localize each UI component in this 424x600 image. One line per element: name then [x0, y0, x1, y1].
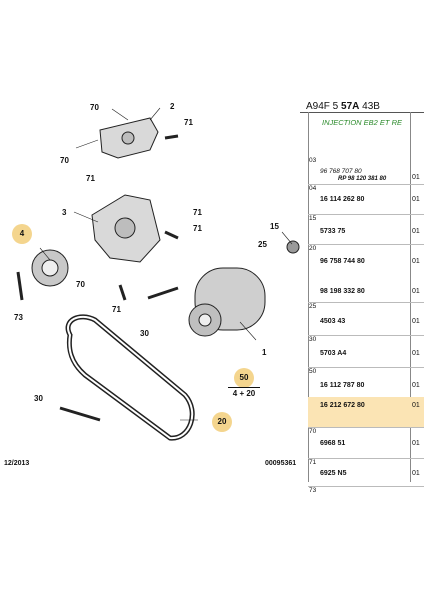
- parts-row[interactable]: 98 198 332 80 01: [308, 272, 424, 303]
- row-quantity: 01: [412, 258, 420, 265]
- callout-71: 71: [86, 174, 95, 183]
- callout-73: 73: [14, 313, 23, 322]
- bolt: [16, 271, 24, 301]
- part-number: 16 212 672 80: [320, 402, 365, 409]
- header-divider: [300, 112, 424, 113]
- engine-subtitle: INJECTION EB2 ET RE: [322, 118, 403, 127]
- row-number: 25: [309, 303, 317, 310]
- row-quantity: 01: [412, 402, 420, 409]
- parts-row[interactable]: 73: [308, 486, 424, 508]
- part-number: 96 768 707 80: [320, 168, 362, 175]
- bolt: [147, 286, 179, 300]
- row-number: 04: [309, 185, 317, 192]
- parts-row[interactable]: 50 16 112 787 80 01: [308, 367, 424, 397]
- row-quantity: 01: [412, 440, 420, 447]
- callout-30: 30: [140, 329, 149, 338]
- bolt: [118, 284, 127, 301]
- part-number: 16 112 787 80: [320, 382, 365, 389]
- row-quantity: 01: [412, 470, 420, 477]
- parts-row[interactable]: 25 4503 43 01: [308, 302, 424, 336]
- part-15-cap: [286, 240, 300, 254]
- callout-71: 71: [193, 208, 202, 217]
- callout-3: 3: [62, 208, 67, 217]
- row-number: 71: [309, 459, 317, 466]
- diagram-reference: 00095361: [265, 460, 297, 467]
- row-number: 03: [309, 157, 317, 164]
- callout-2: 2: [170, 102, 175, 111]
- parts-row[interactable]: 03 96 768 707 80 RP 98 120 381 80 01: [308, 156, 424, 185]
- part-number: 6925 N5: [320, 470, 347, 477]
- parts-row[interactable]: 20 96 758 744 80 01: [308, 244, 424, 272]
- callout-70: 70: [90, 103, 99, 112]
- parts-row[interactable]: 30 5703 A4 01: [308, 335, 424, 368]
- row-quantity: 01: [412, 196, 420, 203]
- callout-30: 30: [34, 394, 43, 403]
- row-number: 30: [309, 336, 317, 343]
- row-quantity: 01: [412, 382, 420, 389]
- row-number: 70: [309, 428, 317, 435]
- row-quantity: 01: [412, 288, 420, 295]
- callout-1: 1: [262, 348, 267, 357]
- part-number: 98 198 332 80: [320, 288, 365, 295]
- row-number: 20: [309, 245, 317, 252]
- column-divider: [410, 112, 411, 482]
- row-number: 73: [309, 487, 317, 494]
- row-quantity: 01: [412, 228, 420, 235]
- parts-row[interactable]: 15 5733 75 01: [308, 214, 424, 245]
- bolt: [164, 134, 179, 140]
- part-number: 96 758 744 80: [320, 258, 365, 265]
- row-quantity: 01: [412, 318, 420, 325]
- callout-71: 71: [184, 118, 193, 127]
- diagram-date: 12/2013: [4, 460, 30, 467]
- part-number: 16 114 262 80: [320, 196, 365, 203]
- callout-70: 70: [60, 156, 69, 165]
- callout-25: 25: [258, 240, 267, 249]
- parts-row[interactable]: 04 16 114 262 80 01: [308, 184, 424, 215]
- callout-70: 70: [76, 280, 85, 289]
- column-divider: [308, 112, 309, 482]
- callout-71: 71: [112, 305, 121, 314]
- bubble-4: 4: [12, 224, 32, 244]
- callout-71: 71: [193, 224, 202, 233]
- row-number: 15: [309, 215, 317, 222]
- diagram-drawing: [16, 107, 300, 441]
- bubble-50: 50: [234, 368, 254, 388]
- row-quantity: 01: [412, 174, 420, 181]
- part-number: 6968 51: [320, 440, 346, 447]
- part-number: 5733 75: [320, 228, 346, 235]
- parts-table-panel: A94F 5 57A 43B INJECTION EB2 ET RE 03 96…: [300, 0, 424, 600]
- callout-15: 15: [270, 222, 279, 231]
- bolt: [164, 230, 179, 240]
- parts-row[interactable]: 70 6968 51 01: [308, 427, 424, 459]
- part-number: 4503 43: [320, 318, 346, 325]
- part-number: 5703 A4: [320, 350, 347, 357]
- kit-qty-label: 4 + 20: [228, 387, 260, 398]
- replacement-part: RP 98 120 381 80: [338, 176, 387, 182]
- exploded-parts-diagram: 70 2 71 70 71 3 71 71 15 25 70 73 71 30 …: [4, 102, 300, 467]
- parts-row[interactable]: 71 6925 N5 01: [308, 458, 424, 487]
- bolt: [59, 406, 101, 422]
- row-number: 50: [309, 368, 317, 375]
- catalog-reference: A94F 5 57A 43B: [306, 101, 380, 112]
- row-quantity: 01: [412, 350, 420, 357]
- bubble-20: 20: [212, 412, 232, 432]
- parts-row-selected[interactable]: 16 212 672 80 01: [308, 397, 424, 428]
